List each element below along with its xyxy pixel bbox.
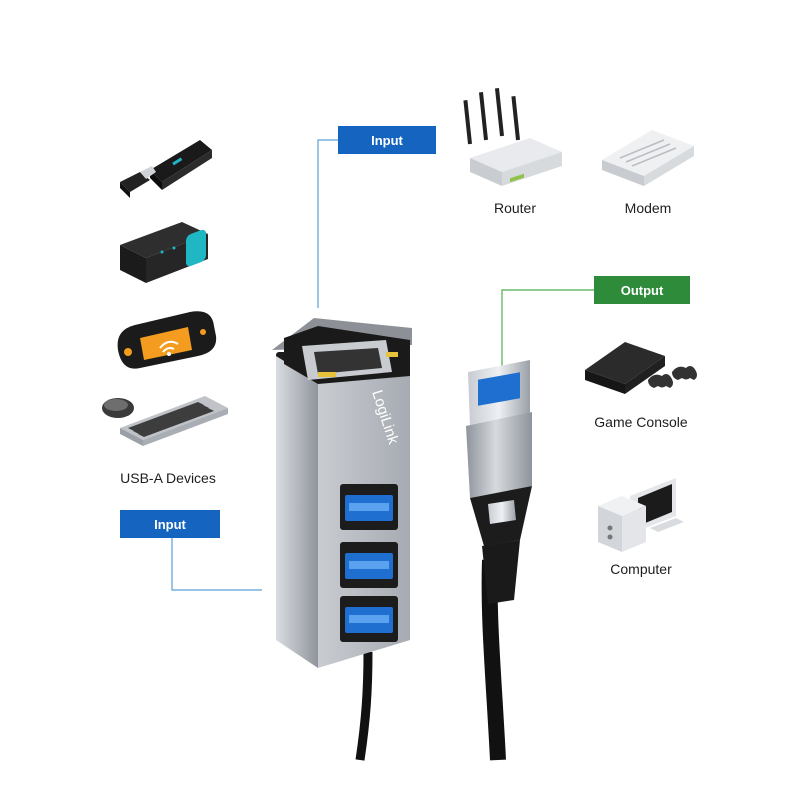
input-top-tag: Input	[338, 126, 436, 154]
input-left-tag-label: Input	[154, 517, 186, 532]
gamepad-icon	[117, 311, 217, 369]
game-console-icon	[585, 342, 697, 394]
game-console-label: Game Console	[594, 414, 688, 430]
usb-a-devices-label: USB-A Devices	[120, 470, 216, 486]
output-tag: Output	[594, 276, 690, 304]
usb-stick-icon	[120, 140, 212, 198]
modem-icon	[602, 130, 694, 186]
output-tag-label: Output	[621, 283, 664, 298]
computer-icon	[598, 478, 684, 552]
hub-cable	[355, 651, 373, 761]
ethernet-port	[284, 326, 410, 384]
usb-connector	[466, 360, 532, 761]
router-label: Router	[494, 200, 536, 216]
speaker-icon	[120, 222, 208, 283]
output-line	[501, 289, 595, 368]
router-icon	[463, 88, 562, 186]
usb-port-2	[340, 542, 398, 588]
input-left-tag: Input	[120, 510, 220, 538]
usb-port-3	[340, 596, 398, 642]
computer-label: Computer	[610, 561, 672, 577]
input-top-tag-label: Input	[371, 133, 403, 148]
connector-lines	[171, 139, 340, 591]
usb-hub: LogiLink	[272, 318, 412, 668]
keyboard-mouse-icon	[102, 396, 228, 446]
usb-port-1	[340, 484, 398, 530]
input-left-line	[171, 535, 262, 591]
input-top-line	[317, 139, 340, 308]
modem-label: Modem	[625, 200, 672, 216]
